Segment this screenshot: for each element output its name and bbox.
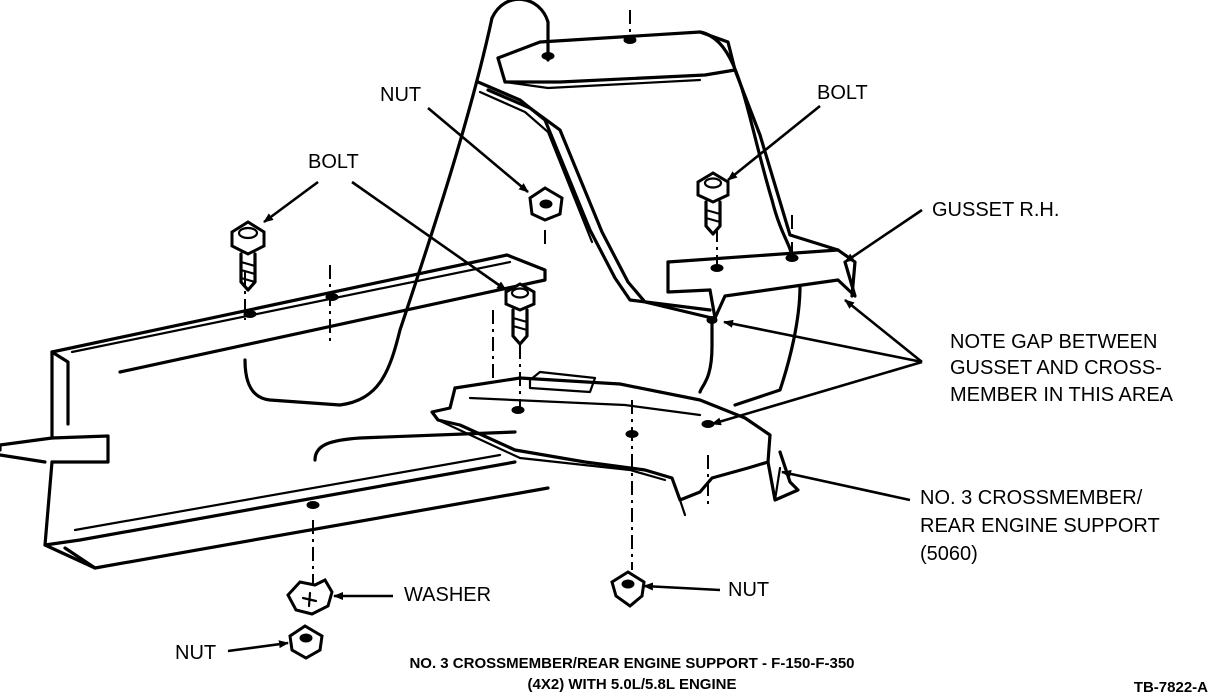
label-gusset-rh: GUSSET R.H.	[932, 199, 1059, 221]
label-washer: WASHER	[404, 584, 491, 606]
washer	[286, 578, 334, 616]
label-bolt-right: BOLT	[817, 82, 868, 104]
nut-lower-right	[610, 570, 646, 608]
label-crossmember-line2: REAR ENGINE SUPPORT	[920, 515, 1160, 537]
label-note-line1: NOTE GAP BETWEEN	[950, 331, 1157, 353]
nut-lower-left	[288, 624, 324, 660]
frame-rail	[0, 253, 550, 570]
leader-lines	[227, 104, 923, 653]
label-nut-bottom-right: NUT	[728, 579, 769, 601]
label-note-line2: GUSSET AND CROSS-	[950, 357, 1162, 379]
label-note-line3: MEMBER IN THIS AREA	[950, 384, 1174, 406]
crossmember	[313, 370, 800, 517]
mounting-holes	[243, 36, 799, 509]
centerlines	[244, 10, 793, 590]
bolt-right	[696, 171, 730, 236]
label-crossmember-line3: (5060)	[920, 543, 978, 565]
nut-upper	[528, 186, 564, 222]
gusset-rh	[243, 0, 857, 407]
label-crossmember-line1: NO. 3 CROSSMEMBER/	[920, 487, 1143, 509]
caption-line2: (4X2) WITH 5.0L/5.8L ENGINE	[528, 676, 737, 693]
label-nut-top: NUT	[380, 84, 421, 106]
bolt-left	[230, 220, 266, 292]
label-bolt-left: BOLT	[308, 151, 359, 173]
figure-id: TB-7822-A	[1134, 679, 1208, 694]
bolt-middle	[504, 282, 536, 346]
caption-line1: NO. 3 CROSSMEMBER/REAR ENGINE SUPPORT - …	[409, 655, 854, 672]
label-nut-bottom-left: NUT	[175, 642, 216, 664]
